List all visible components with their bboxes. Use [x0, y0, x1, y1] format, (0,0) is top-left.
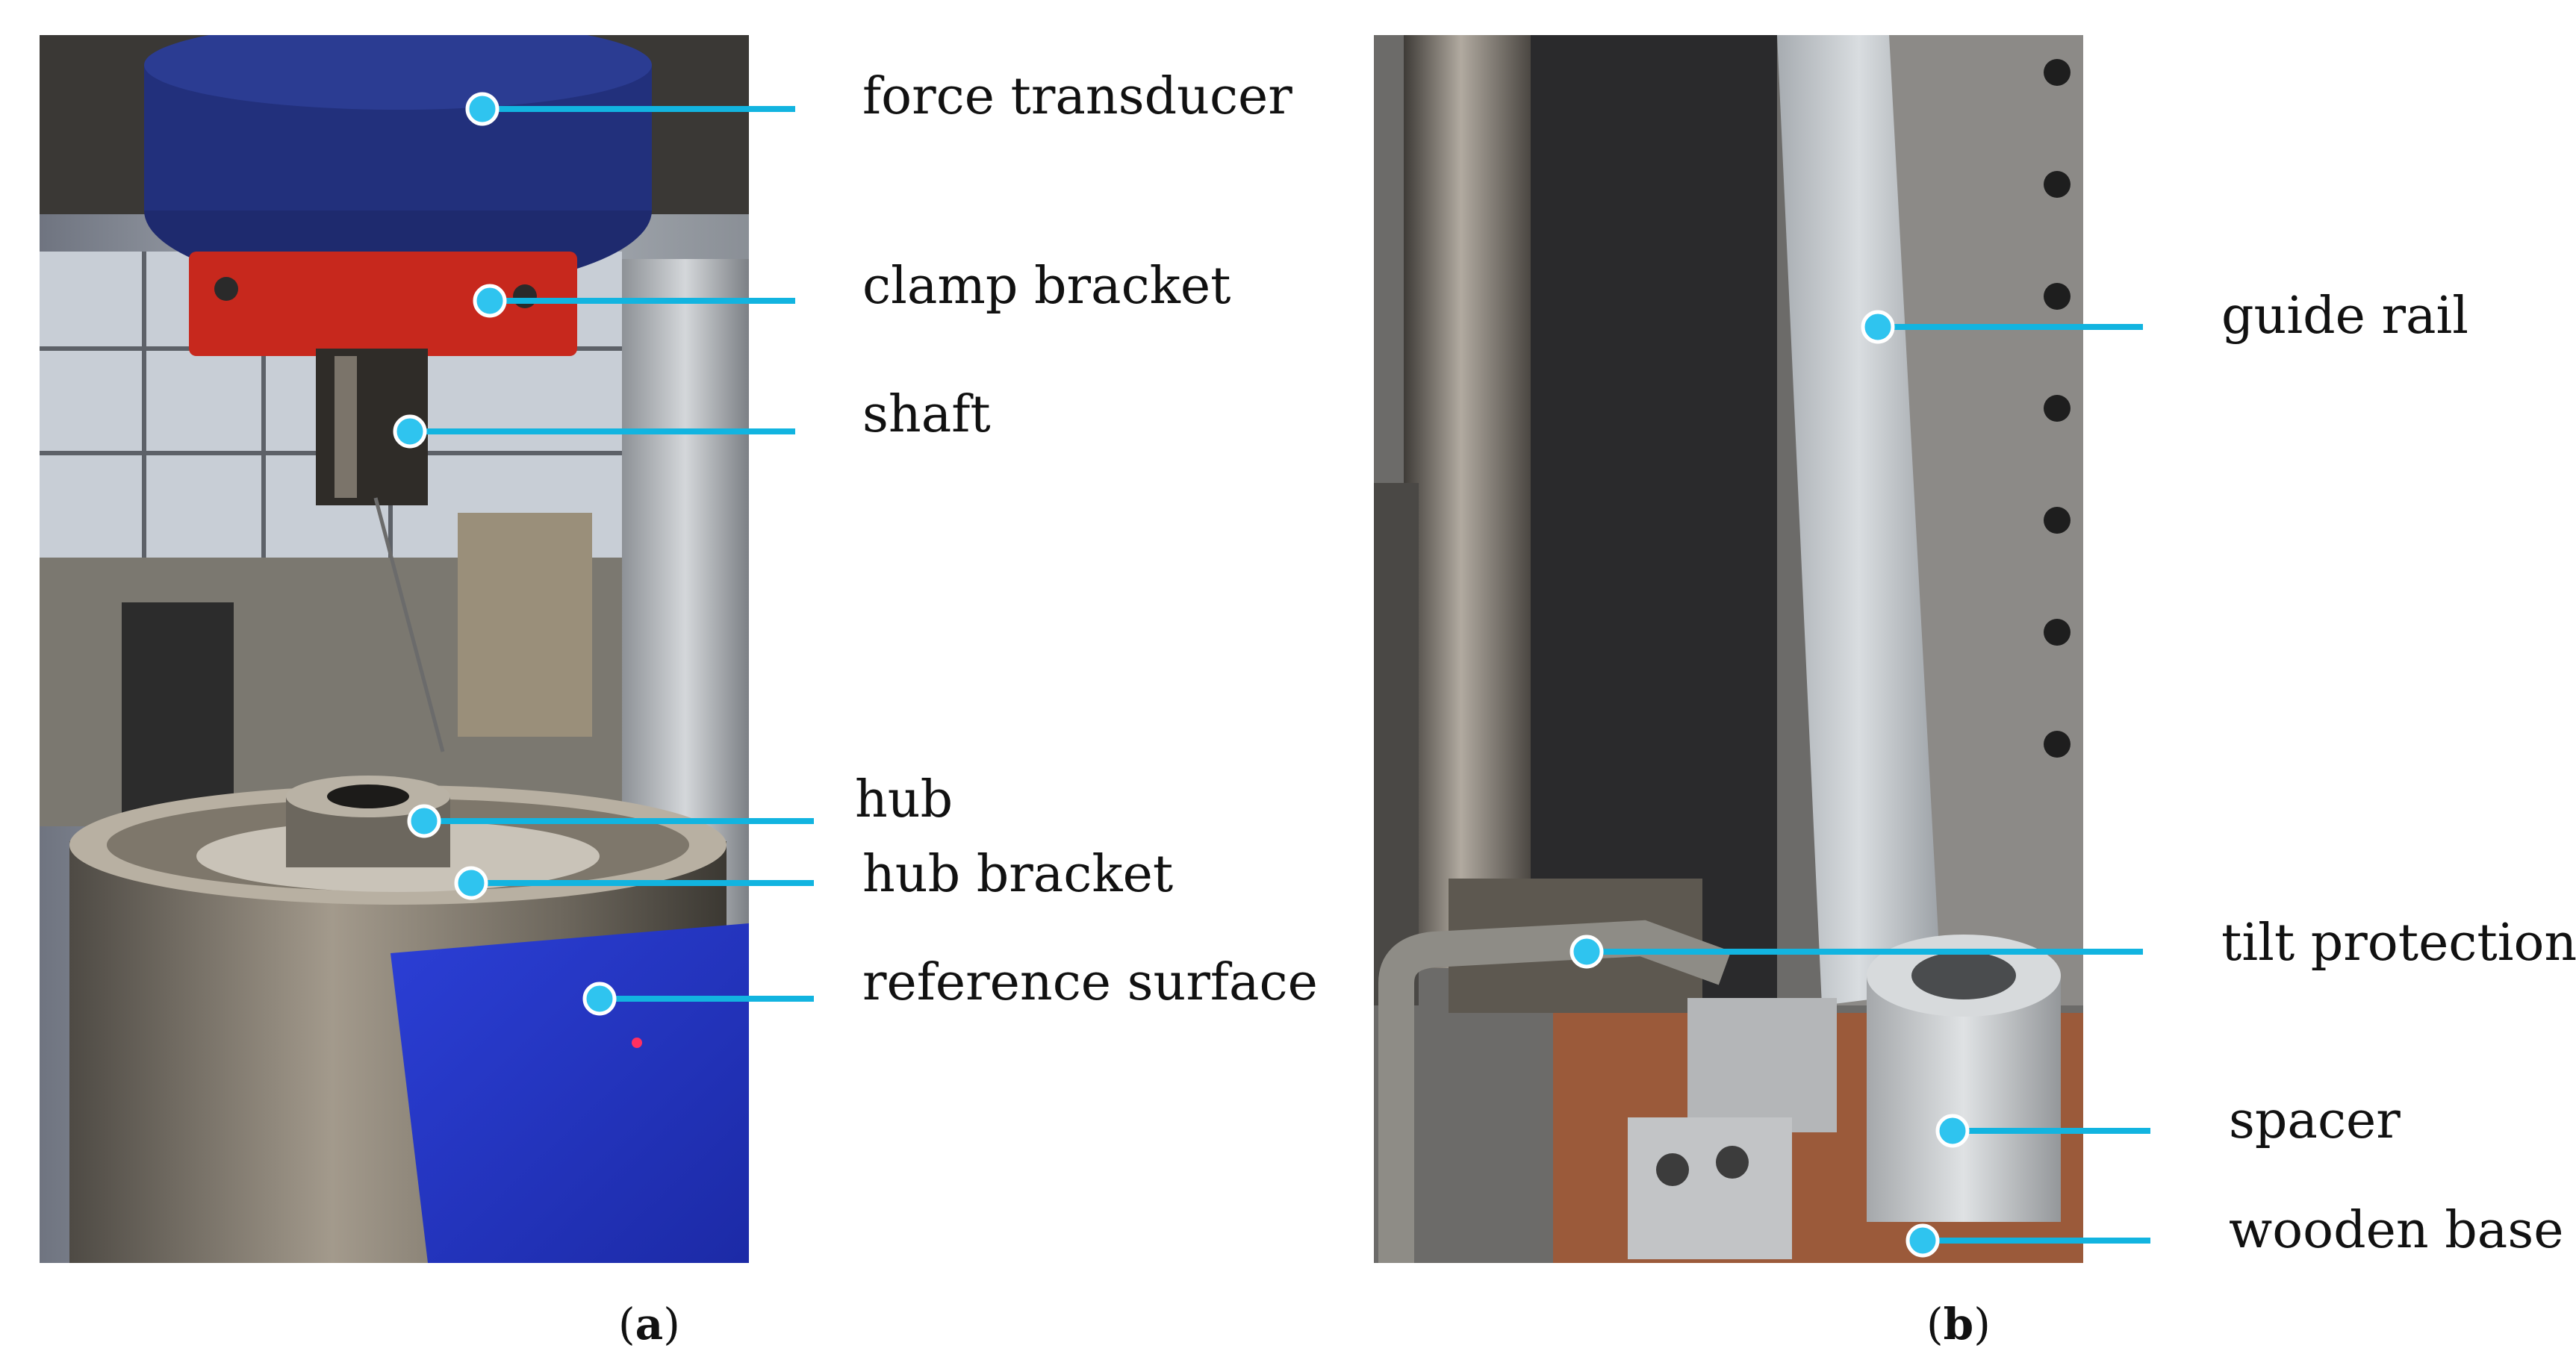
caption-a-open: ( [618, 1299, 635, 1350]
label-guide-rail: guide rail [2221, 287, 2469, 346]
label-spacer: spacer [2229, 1091, 2401, 1150]
photo-a-drawing [40, 35, 749, 1263]
label-force-transducer: force transducer [862, 67, 1292, 126]
caption-b-close: ) [1973, 1299, 1991, 1350]
photo-b-drawing [1374, 35, 2083, 1263]
label-hub-bracket: hub bracket [862, 845, 1174, 904]
label-reference-surface: reference surface [862, 953, 1318, 1012]
caption-b-open: ( [1926, 1299, 1944, 1350]
photo-panel-b [1374, 35, 2083, 1263]
photo-panel-a [40, 35, 749, 1263]
label-hub: hub [855, 770, 953, 829]
label-tilt-protection: tilt protection [2221, 914, 2576, 973]
label-clamp-bracket: clamp bracket [862, 257, 1231, 316]
caption-a-letter: a [635, 1299, 664, 1350]
caption-panel-b: (b) [1926, 1303, 1991, 1346]
caption-b-letter: b [1943, 1299, 1974, 1350]
label-wooden-base: wooden base [2229, 1201, 2564, 1260]
caption-panel-a: (a) [618, 1303, 680, 1346]
label-shaft: shaft [862, 385, 991, 444]
caption-a-close: ) [663, 1299, 680, 1350]
